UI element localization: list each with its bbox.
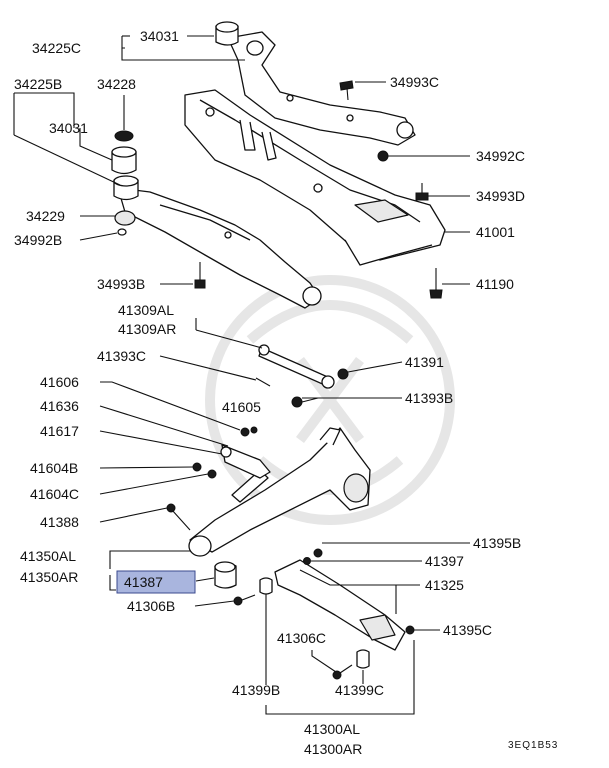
label-34228: 34228 bbox=[97, 76, 136, 92]
highlight-41387 bbox=[116, 570, 196, 594]
bushing-34229 bbox=[114, 210, 136, 226]
bracket-34225B bbox=[117, 187, 322, 309]
bolt-41604C bbox=[207, 469, 217, 479]
label-41393C: 41393C bbox=[97, 348, 146, 364]
label-34993C: 34993C bbox=[390, 74, 439, 90]
trailing-arm-41350 bbox=[188, 427, 371, 557]
bolt-41190 bbox=[429, 268, 443, 299]
bolt-41393B bbox=[291, 396, 319, 408]
bolt-41306B bbox=[233, 594, 256, 606]
bolt-41306C bbox=[332, 664, 353, 680]
bolt-41391 bbox=[337, 368, 349, 380]
bolt-41605 bbox=[240, 426, 258, 437]
nut-41395C bbox=[405, 625, 415, 635]
label-41399C: 41399C bbox=[335, 682, 384, 698]
bushing-34031-left bbox=[111, 146, 137, 175]
label-41300AR: 41300AR bbox=[304, 741, 362, 757]
bushing-34031-top bbox=[215, 21, 239, 46]
label-41604B: 41604B bbox=[30, 460, 78, 476]
bolt-41393C bbox=[255, 377, 271, 387]
label-41350AL: 41350AL bbox=[20, 548, 76, 564]
bolt-34993B bbox=[194, 262, 206, 289]
label-41001: 41001 bbox=[476, 224, 515, 240]
label-41399B: 41399B bbox=[232, 682, 280, 698]
link-41309 bbox=[258, 344, 335, 389]
bolt-41604B bbox=[192, 462, 202, 472]
bushing-41387 bbox=[214, 561, 237, 589]
nut-41395B bbox=[313, 548, 323, 558]
label-41606: 41606 bbox=[40, 374, 79, 390]
label-41604C: 41604C bbox=[30, 486, 79, 502]
label-41397: 41397 bbox=[425, 553, 464, 569]
label-34993B: 34993B bbox=[97, 276, 145, 292]
bracket-34225C bbox=[227, 31, 416, 146]
figure-code: 3EQ1B53 bbox=[508, 740, 558, 751]
label-41395B: 41395B bbox=[473, 535, 521, 551]
bolt-34993C bbox=[339, 80, 354, 101]
label-41391: 41391 bbox=[405, 354, 444, 370]
label-41300AL: 41300AL bbox=[304, 721, 360, 737]
label-34031-top: 34031 bbox=[140, 28, 179, 44]
label-41617: 41617 bbox=[40, 423, 79, 439]
label-41605: 41605 bbox=[222, 399, 261, 415]
label-41395C: 41395C bbox=[443, 622, 492, 638]
bushing-34225B bbox=[113, 175, 139, 201]
leader-lines bbox=[13, 35, 470, 715]
label-41388: 41388 bbox=[40, 514, 79, 530]
label-34992C: 34992C bbox=[476, 148, 525, 164]
nut-41397 bbox=[303, 557, 311, 565]
label-41636: 41636 bbox=[40, 398, 79, 414]
nut-34992C bbox=[377, 150, 389, 162]
label-41387: 41387 bbox=[124, 574, 163, 590]
label-41393B: 41393B bbox=[405, 390, 453, 406]
bolt-41388 bbox=[166, 503, 191, 531]
label-41309AR: 41309AR bbox=[118, 321, 176, 337]
label-41306B: 41306B bbox=[127, 598, 175, 614]
label-41190: 41190 bbox=[476, 276, 514, 292]
label-34993D: 34993D bbox=[476, 188, 525, 204]
bracket-41617 bbox=[220, 444, 271, 479]
label-41309AL: 41309AL bbox=[118, 302, 174, 318]
label-41306C: 41306C bbox=[277, 630, 326, 646]
bolt-34993D bbox=[415, 183, 429, 201]
label-34225B: 34225B bbox=[14, 76, 62, 92]
bushing-41399B bbox=[259, 577, 273, 595]
label-34225C: 34225C bbox=[32, 40, 81, 56]
nut-34992B bbox=[117, 228, 127, 236]
label-34229: 34229 bbox=[26, 208, 65, 224]
lower-arm-41325 bbox=[274, 559, 406, 651]
label-41350AR: 41350AR bbox=[20, 569, 78, 585]
crossmember-41001 bbox=[184, 89, 446, 266]
bushing-41399C bbox=[356, 649, 370, 669]
label-34031-mid: 34031 bbox=[49, 120, 88, 136]
washer-34228 bbox=[114, 130, 134, 142]
label-34992B: 34992B bbox=[14, 232, 62, 248]
label-41325: 41325 bbox=[425, 577, 464, 593]
